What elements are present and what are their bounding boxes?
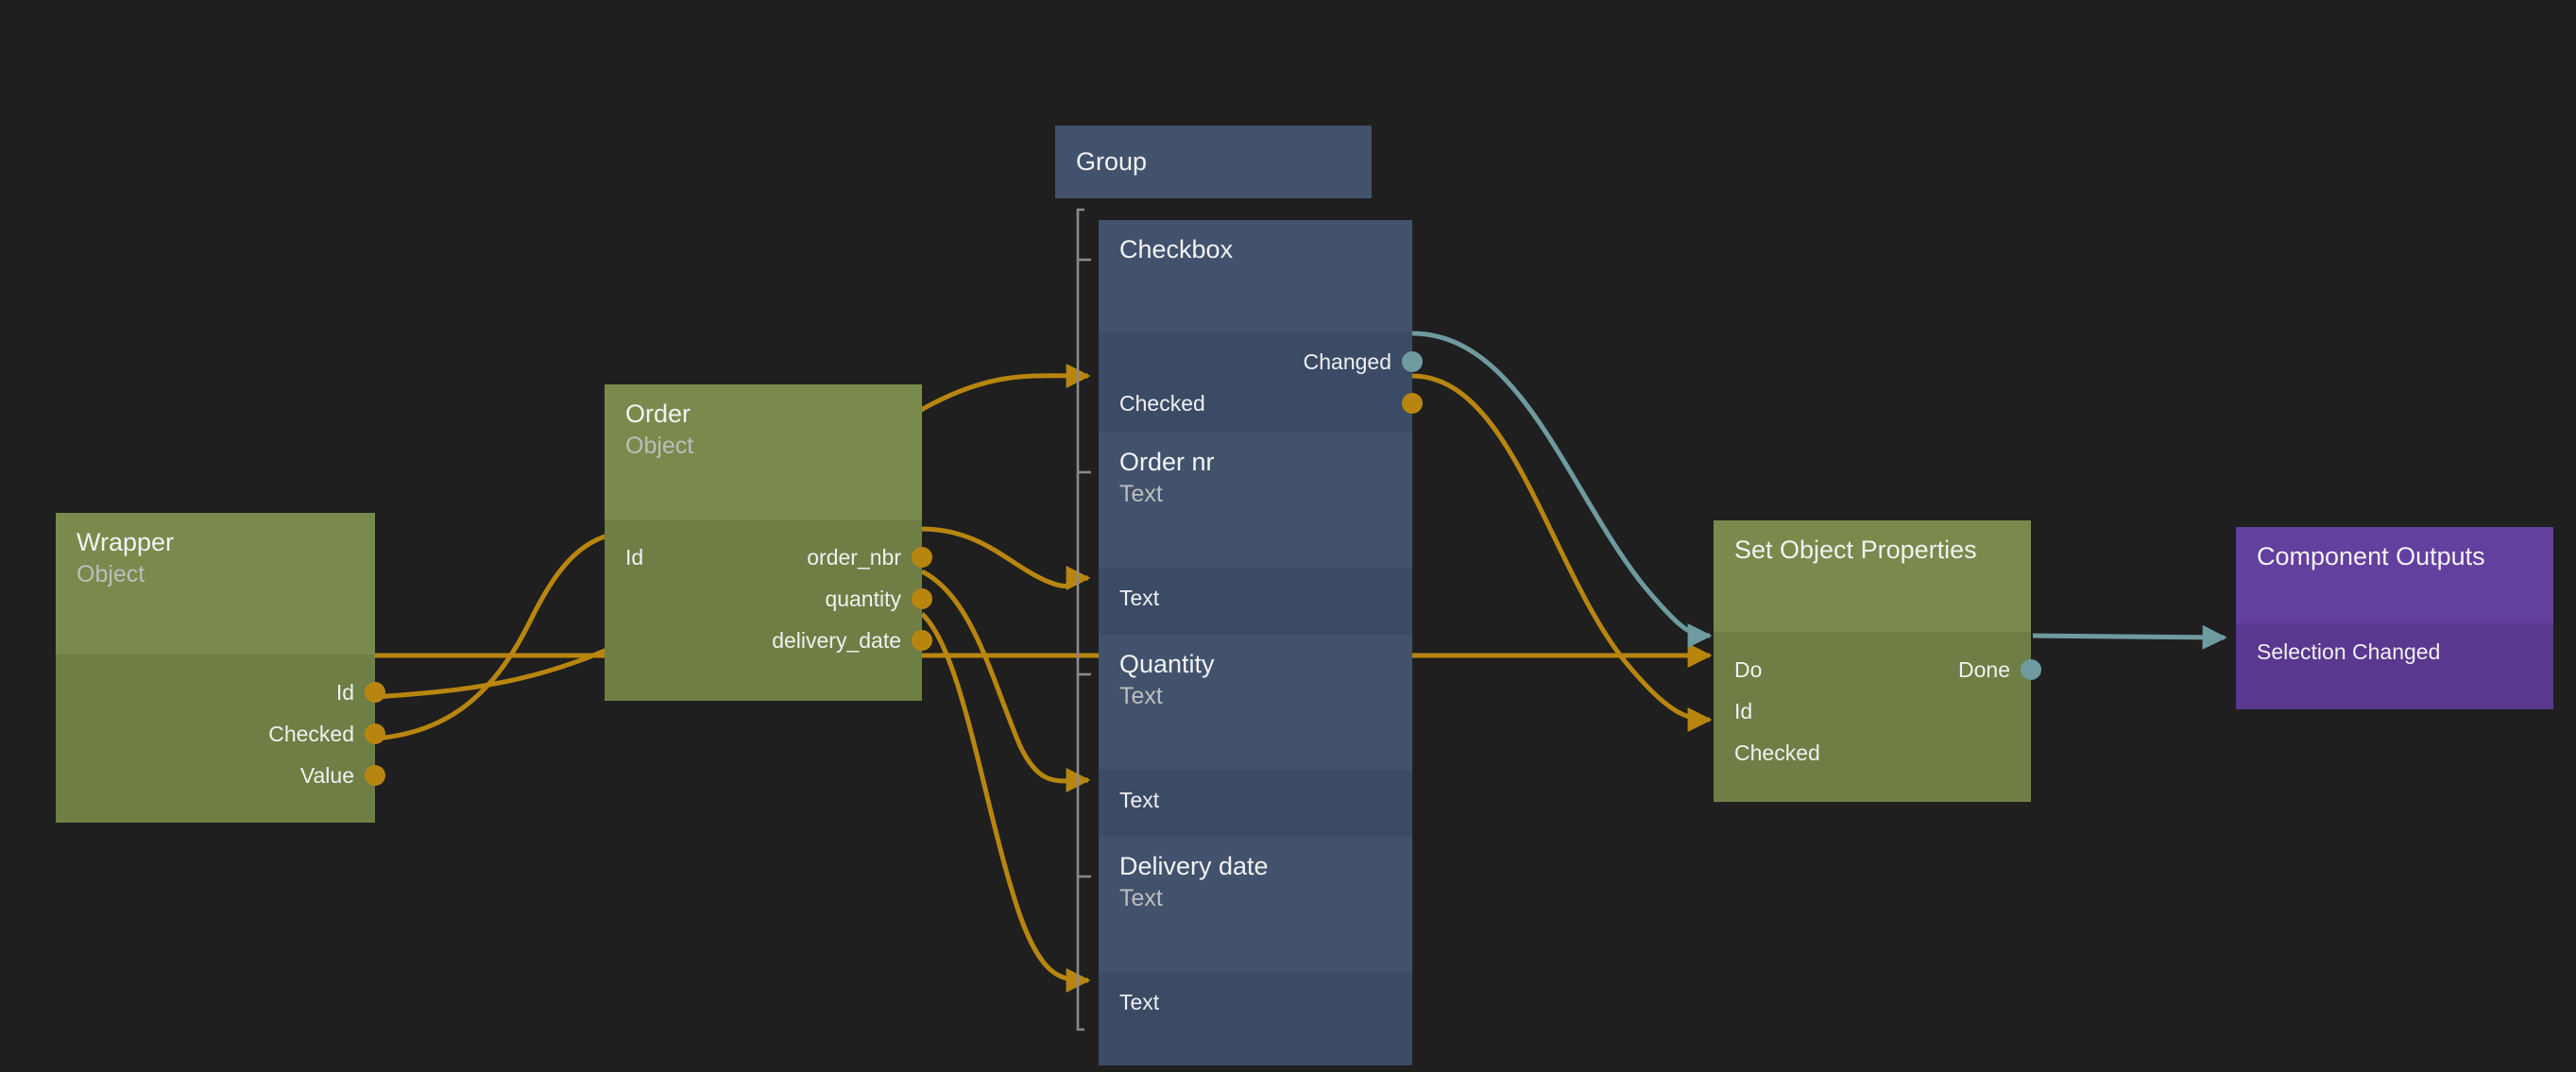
node-component-outputs-body: Selection Changed [2236,623,2553,709]
port-dot-output[interactable] [365,723,385,744]
port-sop-in-checked[interactable]: Checked [1714,732,2031,774]
port-order-out-delivery-date[interactable]: delivery_date [605,620,932,661]
node-wrapper-header: Wrapper Object [56,513,375,655]
port-label: Id [1734,698,1753,723]
port-order-nr-in-text[interactable]: Text [1099,577,1412,619]
node-quantity-subtitle: Text [1119,682,1163,709]
node-order-body: Id order_nbr quantity delivery_date [605,519,932,701]
node-order-title: Order [625,400,691,428]
node-component-outputs[interactable]: Component Outputs Selection Changed [2236,527,2553,709]
port-label-in-do: Do [1734,656,1763,682]
node-delivery-date-header: Delivery date Text [1099,837,1412,972]
port-wrapper-out-value[interactable]: Value [56,755,385,796]
port-quantity-in-text[interactable]: Text [1099,779,1412,821]
port-label: Checked [268,721,354,746]
node-sop-header: Set Object Properties [1714,520,2031,632]
node-order-subtitle: Object [625,432,694,459]
node-wrapper-body: Id Checked Value [56,655,385,823]
port-sop-in-id[interactable]: Id [1714,690,2031,732]
node-checkbox-body: Changed Checked [1099,332,1423,449]
port-dot-output-signal[interactable] [2021,659,2041,680]
port-label: Selection Changed [2257,638,2441,664]
port-label: Checked [1734,740,1820,765]
port-checkbox-in-checked[interactable]: Checked [1099,383,1423,424]
node-component-outputs-header: Component Outputs [2236,527,2553,623]
port-order-out-quantity[interactable]: quantity [605,578,932,620]
node-wrapper-subtitle: Object [77,560,145,587]
node-set-object-properties[interactable]: Set Object Properties Do Done Id Checked [1714,520,2041,802]
port-dot-output[interactable] [1402,393,1423,414]
port-dot-output[interactable] [912,547,932,568]
node-order-nr[interactable]: Order nr Text Text [1099,433,1412,661]
port-wrapper-out-checked[interactable]: Checked [56,713,385,755]
node-checkbox[interactable]: Checkbox Changed Checked [1099,220,1423,449]
node-checkbox-title: Checkbox [1119,235,1234,264]
port-sop-row-do-done[interactable]: Do Done [1714,649,2041,690]
group-title: Group [1076,147,1148,176]
node-sop-body: Do Done Id Checked [1714,632,2041,802]
port-label: Text [1119,989,1160,1014]
node-sop-title: Set Object Properties [1734,536,1977,564]
node-order[interactable]: Order Object Id order_nbr quantity deliv… [605,384,932,701]
node-delivery-date-subtitle: Text [1119,884,1163,911]
port-delivery-date-in-text[interactable]: Text [1099,981,1412,1023]
port-label: delivery_date [772,627,901,653]
node-quantity-header: Quantity Text [1099,635,1412,770]
node-wrapper-title: Wrapper [77,528,175,556]
node-order-nr-header: Order nr Text [1099,433,1412,568]
node-order-nr-title: Order nr [1119,448,1215,476]
node-delivery-date[interactable]: Delivery date Text Text [1099,837,1412,1065]
node-order-header: Order Object [605,384,922,519]
port-dot-output[interactable] [912,630,932,651]
port-dot-output[interactable] [365,765,385,786]
port-label-out-done: Done [1958,656,2010,682]
port-label: Text [1119,585,1160,610]
port-label: Value [299,762,354,788]
port-dot-output-signal[interactable] [1402,351,1423,372]
node-checkbox-header: Checkbox [1099,220,1412,332]
node-component-outputs-title: Component Outputs [2257,542,2485,570]
port-dot-output[interactable] [912,588,932,609]
port-label: Id [335,679,354,705]
port-label-in-id: Id [625,544,644,570]
node-delivery-date-title: Delivery date [1119,852,1269,880]
node-delivery-date-body: Text [1099,972,1412,1065]
port-dot-output[interactable] [365,682,385,703]
port-wrapper-out-id[interactable]: Id [56,672,385,713]
port-label: quantity [825,586,901,611]
port-order-row-1[interactable]: Id order_nbr [605,536,932,578]
port-label: Text [1119,787,1160,812]
node-wrapper[interactable]: Wrapper Object Id Checked Value [56,513,385,823]
port-checkbox-out-changed[interactable]: Changed [1099,341,1423,383]
group-header-node[interactable]: Group [1055,126,1372,198]
node-quantity[interactable]: Quantity Text Text [1099,635,1412,863]
port-component-outputs-in-selection-changed[interactable]: Selection Changed [2236,631,2553,672]
port-label: Checked [1119,390,1205,416]
port-label-out-order-nbr: order_nbr [807,544,901,570]
port-label: Changed [1303,349,1391,374]
node-quantity-title: Quantity [1119,650,1215,678]
node-order-nr-subtitle: Text [1119,480,1163,507]
